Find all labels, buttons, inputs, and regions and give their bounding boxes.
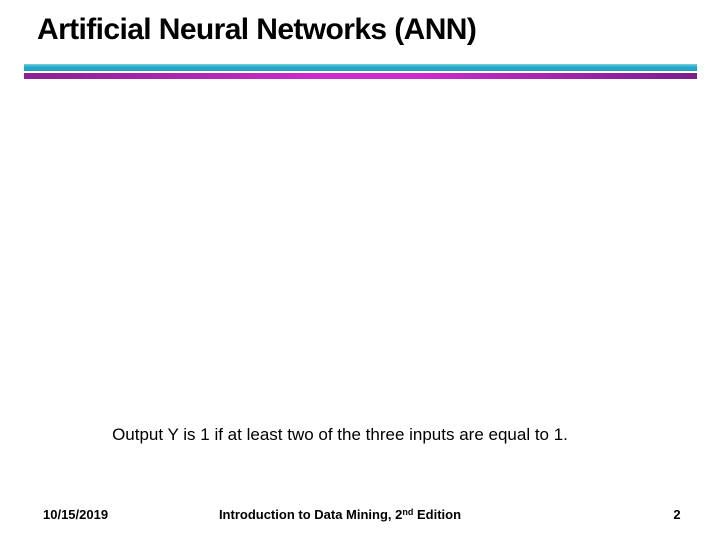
title-underline-cyan bbox=[24, 64, 697, 71]
slide-body-text: Output Y is 1 if at least two of the thr… bbox=[112, 425, 568, 444]
footer-date: 10/15/2019 bbox=[43, 507, 109, 522]
footer-course-title-prefix: Introduction to Data Mining, 2 bbox=[218, 507, 403, 522]
footer-course-title: Introduction to Data Mining, 2nd Edition bbox=[0, 507, 680, 522]
footer-page-number: 2 bbox=[673, 507, 681, 522]
footer-course-title-superscript: nd bbox=[402, 507, 414, 517]
footer-course-title-suffix: Edition bbox=[413, 507, 462, 522]
slide-title: Artificial Neural Networks (ANN) bbox=[37, 13, 477, 46]
title-underline-magenta bbox=[24, 73, 697, 79]
